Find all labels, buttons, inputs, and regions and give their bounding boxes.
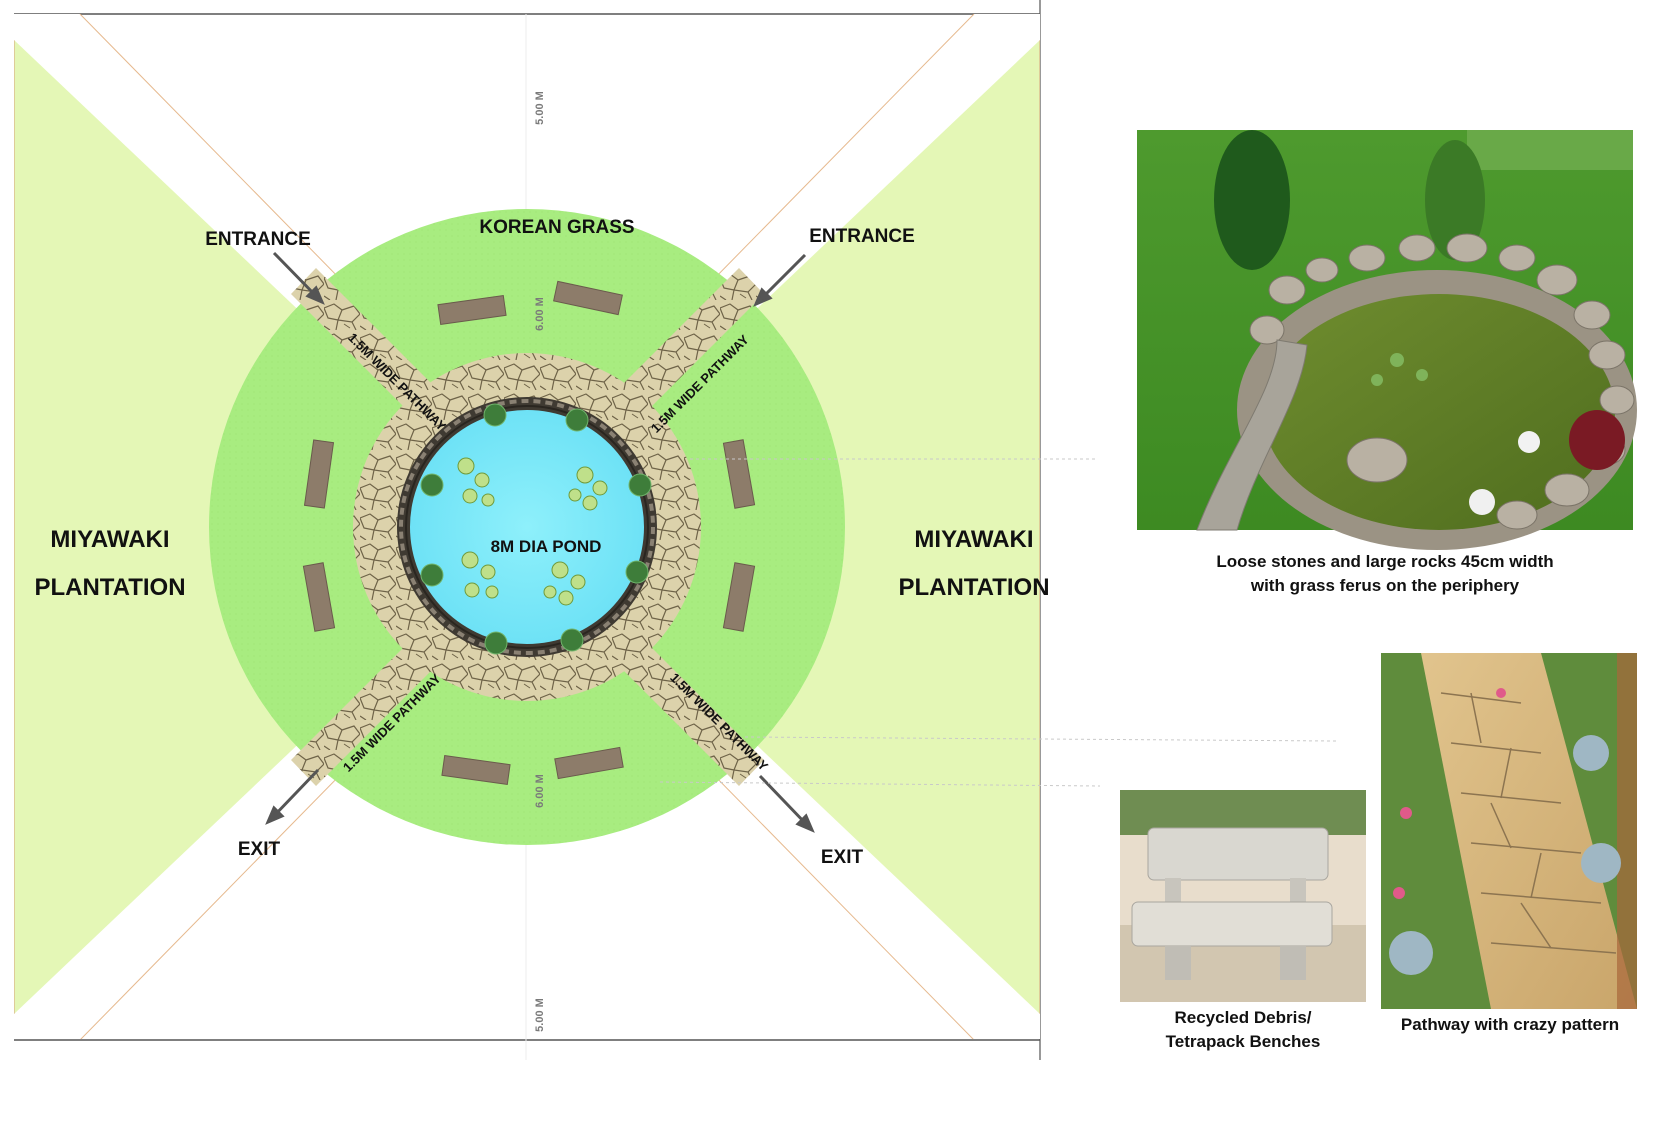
pathway-reference-photo	[1381, 653, 1637, 1009]
bench-caption-line2: Tetrapack Benches	[1165, 1032, 1321, 1051]
bench	[722, 439, 756, 509]
bench-caption-line1: Recycled Debris/	[1174, 1008, 1312, 1027]
pathway-caption: Pathway with crazy pattern	[1375, 1013, 1645, 1037]
miyawaki-left-line1: MIYAWAKI	[50, 526, 169, 553]
pond-caption-line2: with grass ferus on the periphery	[1250, 576, 1520, 595]
exit-label-left: EXIT	[238, 839, 281, 860]
pond-caption-line1: Loose stones and large rocks 45cm width	[1216, 552, 1554, 571]
bench-reference-photo	[1120, 790, 1366, 1002]
pond-caption: Loose stones and large rocks 45cm width …	[1137, 550, 1633, 598]
bench	[302, 562, 336, 632]
dimension-top: 5.00 M	[534, 91, 546, 125]
entrance-label-left: ENTRANCE	[205, 229, 311, 250]
lily-pads	[457, 457, 608, 606]
benches	[302, 280, 756, 786]
arrows	[265, 251, 815, 833]
miyawaki-right-line1: MIYAWAKI	[914, 526, 1033, 553]
miyawaki-left-line2: PLANTATION	[34, 574, 185, 601]
pond	[410, 410, 644, 644]
bench	[303, 439, 335, 509]
exit-label-right: EXIT	[821, 847, 864, 868]
grass-tufts	[420, 403, 652, 655]
korean-grass-label: KOREAN GRASS	[479, 217, 634, 238]
bench	[441, 754, 511, 786]
dimension-inner-bottom: 6.00 M	[534, 774, 546, 808]
pond-reference-photo	[1137, 130, 1637, 550]
dimension-inner-top: 6.00 M	[534, 297, 546, 331]
dimension-bottom: 5.00 M	[534, 998, 546, 1032]
bench	[554, 746, 624, 780]
bench	[722, 562, 756, 632]
bench	[437, 294, 507, 326]
pathway-caption-text: Pathway with crazy pattern	[1400, 1015, 1620, 1034]
bench	[553, 280, 623, 316]
entrance-label-right: ENTRANCE	[809, 226, 915, 247]
pond-label: 8M DIA POND	[491, 537, 602, 556]
bench-caption: Recycled Debris/ Tetrapack Benches	[1120, 1006, 1366, 1054]
miyawaki-right-line2: PLANTATION	[898, 574, 1049, 601]
